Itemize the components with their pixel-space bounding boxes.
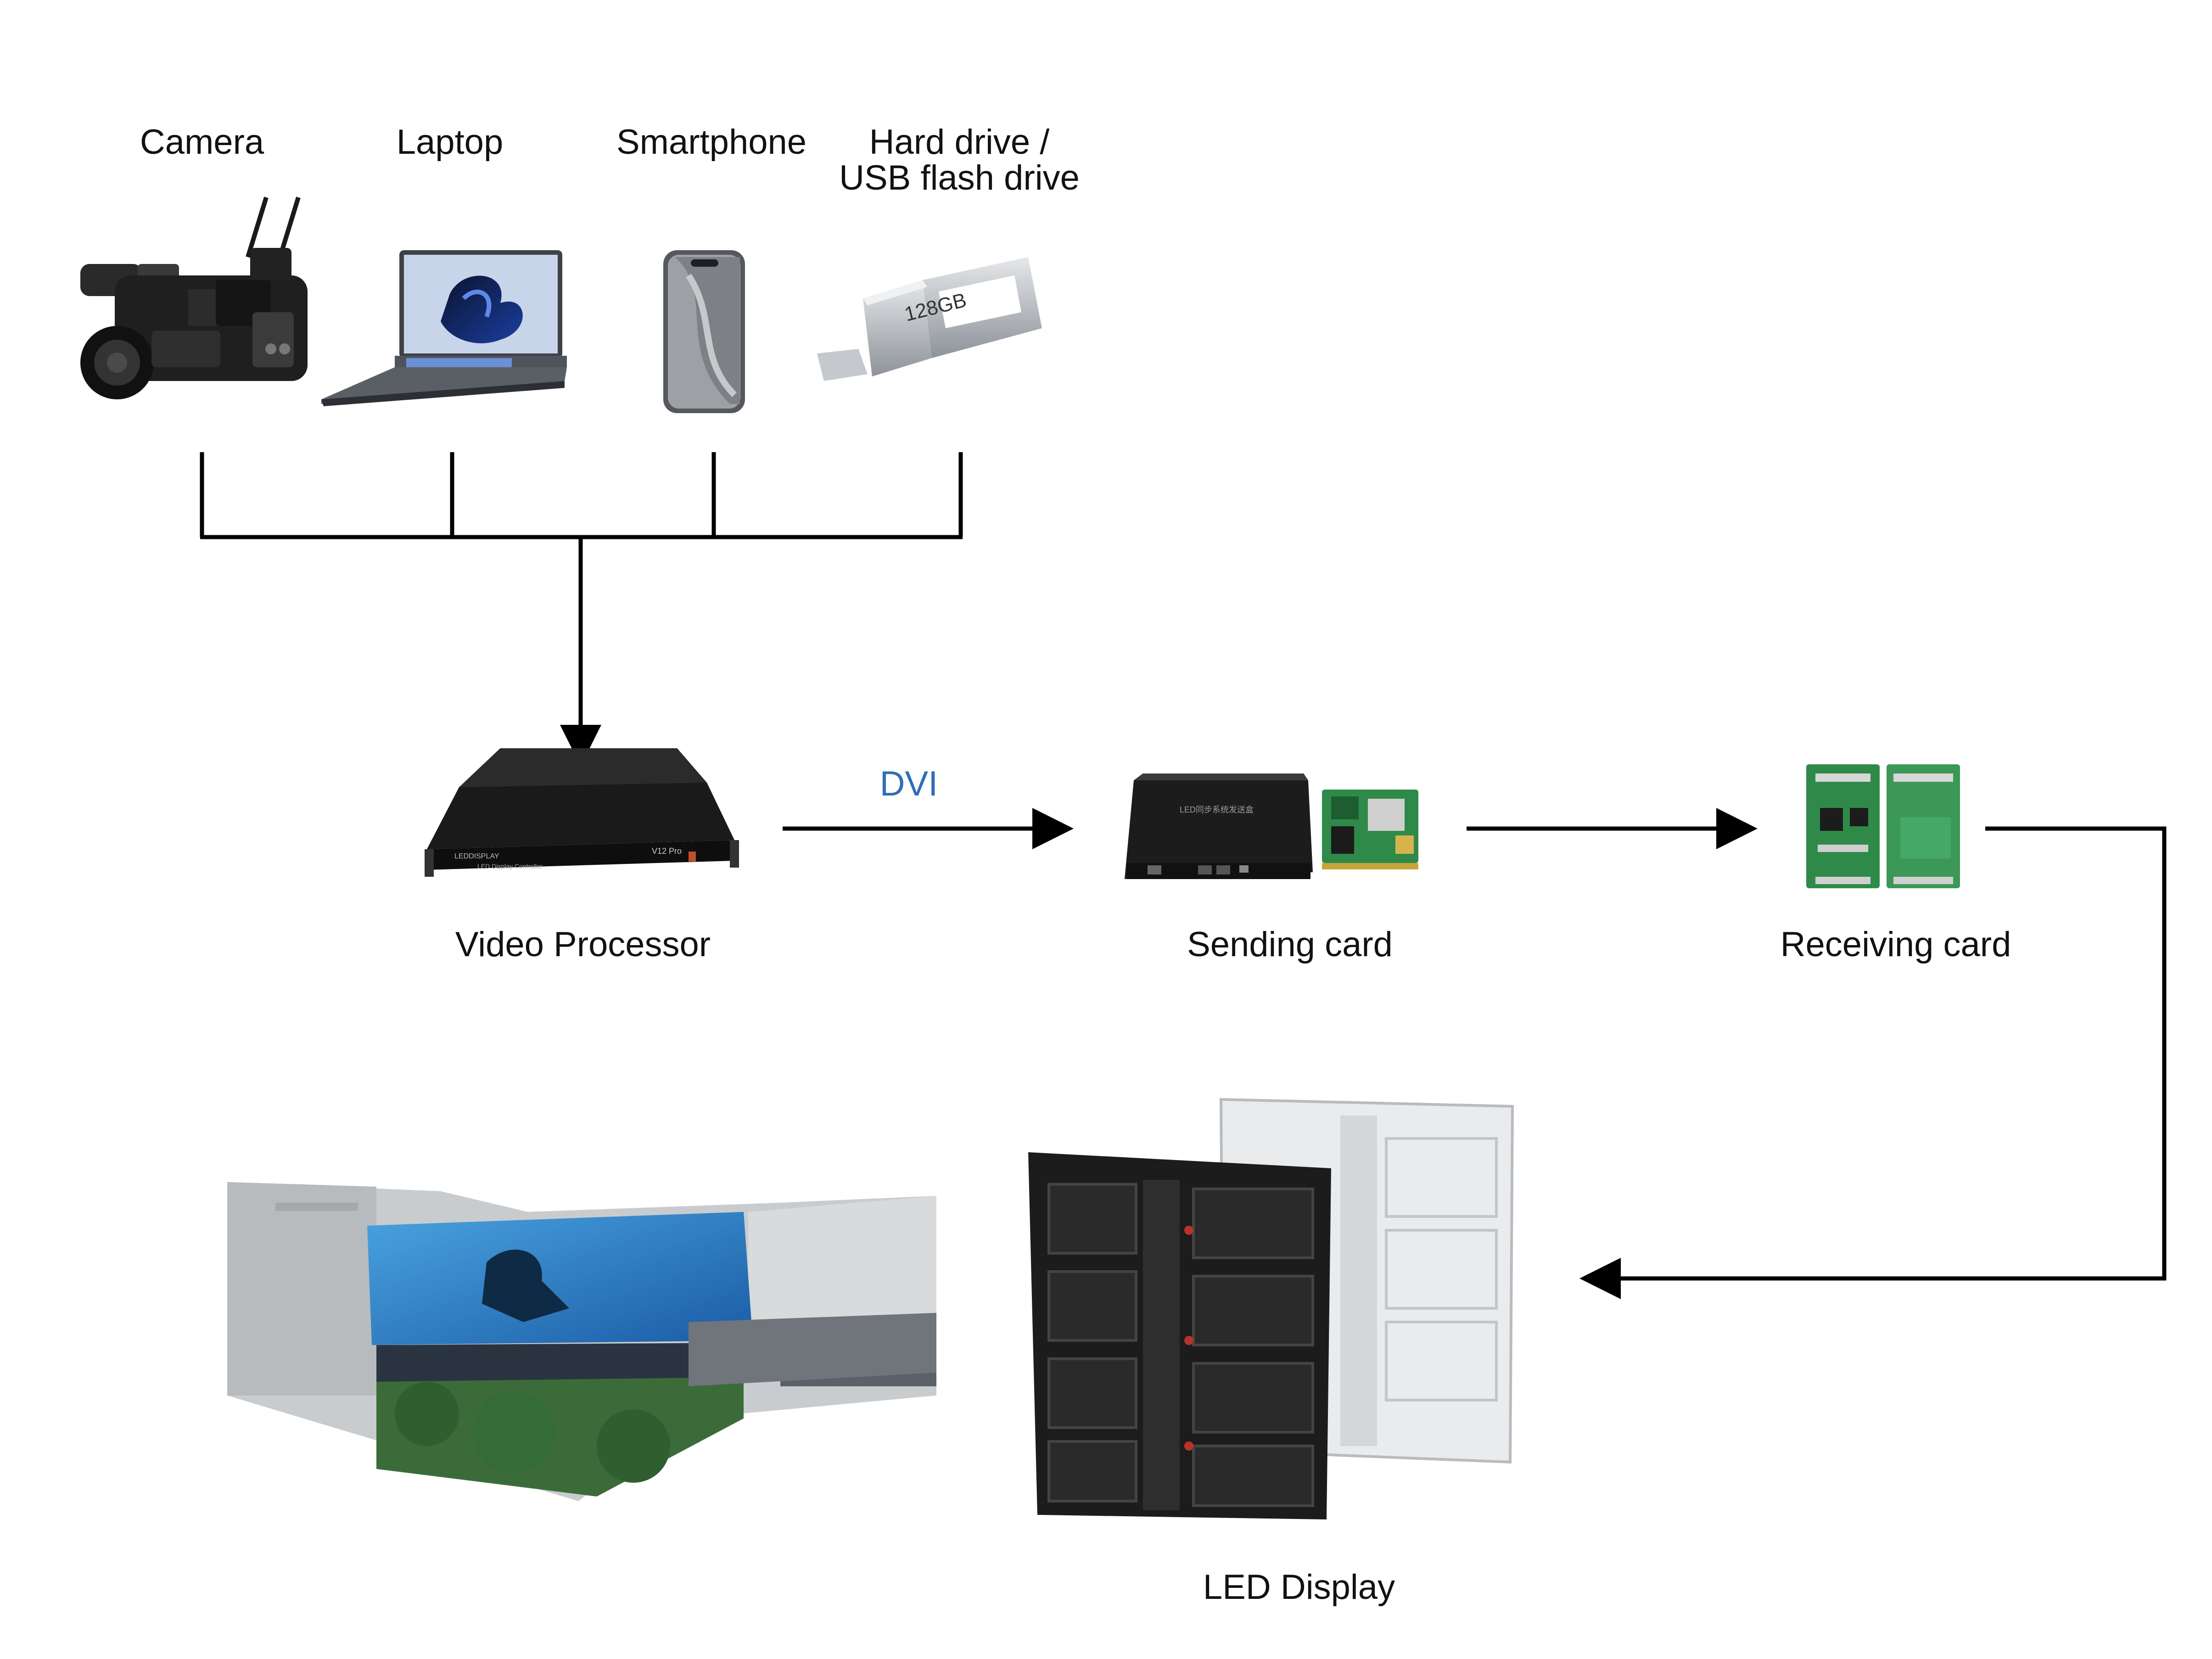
laptop-label: Laptop bbox=[396, 123, 504, 162]
video-processor-label: Video Processor bbox=[455, 925, 711, 964]
sending-card-label: Sending card bbox=[1187, 925, 1393, 964]
receiving-card-label: Receiving card bbox=[1780, 925, 2011, 964]
usb-drive-icon: 128GB bbox=[817, 257, 1042, 381]
video-processor-icon: LEDDISPLAY LED Display Controller V12 Pr… bbox=[425, 748, 739, 877]
smartphone-icon bbox=[663, 250, 745, 413]
camera-label: Camera bbox=[140, 123, 264, 162]
smartphone-label: Smartphone bbox=[616, 123, 807, 162]
source-connector-tree bbox=[200, 452, 963, 766]
svg-text:V12 Pro: V12 Pro bbox=[652, 846, 682, 856]
receiving-card-icon bbox=[1806, 764, 1960, 888]
led-cabinet-icon bbox=[1028, 1098, 1514, 1519]
storage-label-line1: Hard drive / bbox=[869, 123, 1050, 162]
svg-text:LED同步系统发送盒: LED同步系统发送盒 bbox=[1180, 805, 1254, 814]
storage-label-line2: USB flash drive bbox=[839, 158, 1080, 197]
dvi-link-label: DVI bbox=[879, 764, 938, 803]
laptop-icon bbox=[321, 250, 567, 406]
camera-icon bbox=[80, 196, 308, 399]
led-display-label: LED Display bbox=[1203, 1568, 1395, 1607]
svg-text:LEDDISPLAY: LEDDISPLAY bbox=[454, 852, 499, 860]
building-screen-icon bbox=[227, 1182, 936, 1501]
sending-card-icon: LED同步系统发送盒 bbox=[1125, 773, 1418, 879]
svg-text:LED Display Controller: LED Display Controller bbox=[477, 863, 543, 870]
flow-arrows bbox=[783, 808, 2167, 1299]
